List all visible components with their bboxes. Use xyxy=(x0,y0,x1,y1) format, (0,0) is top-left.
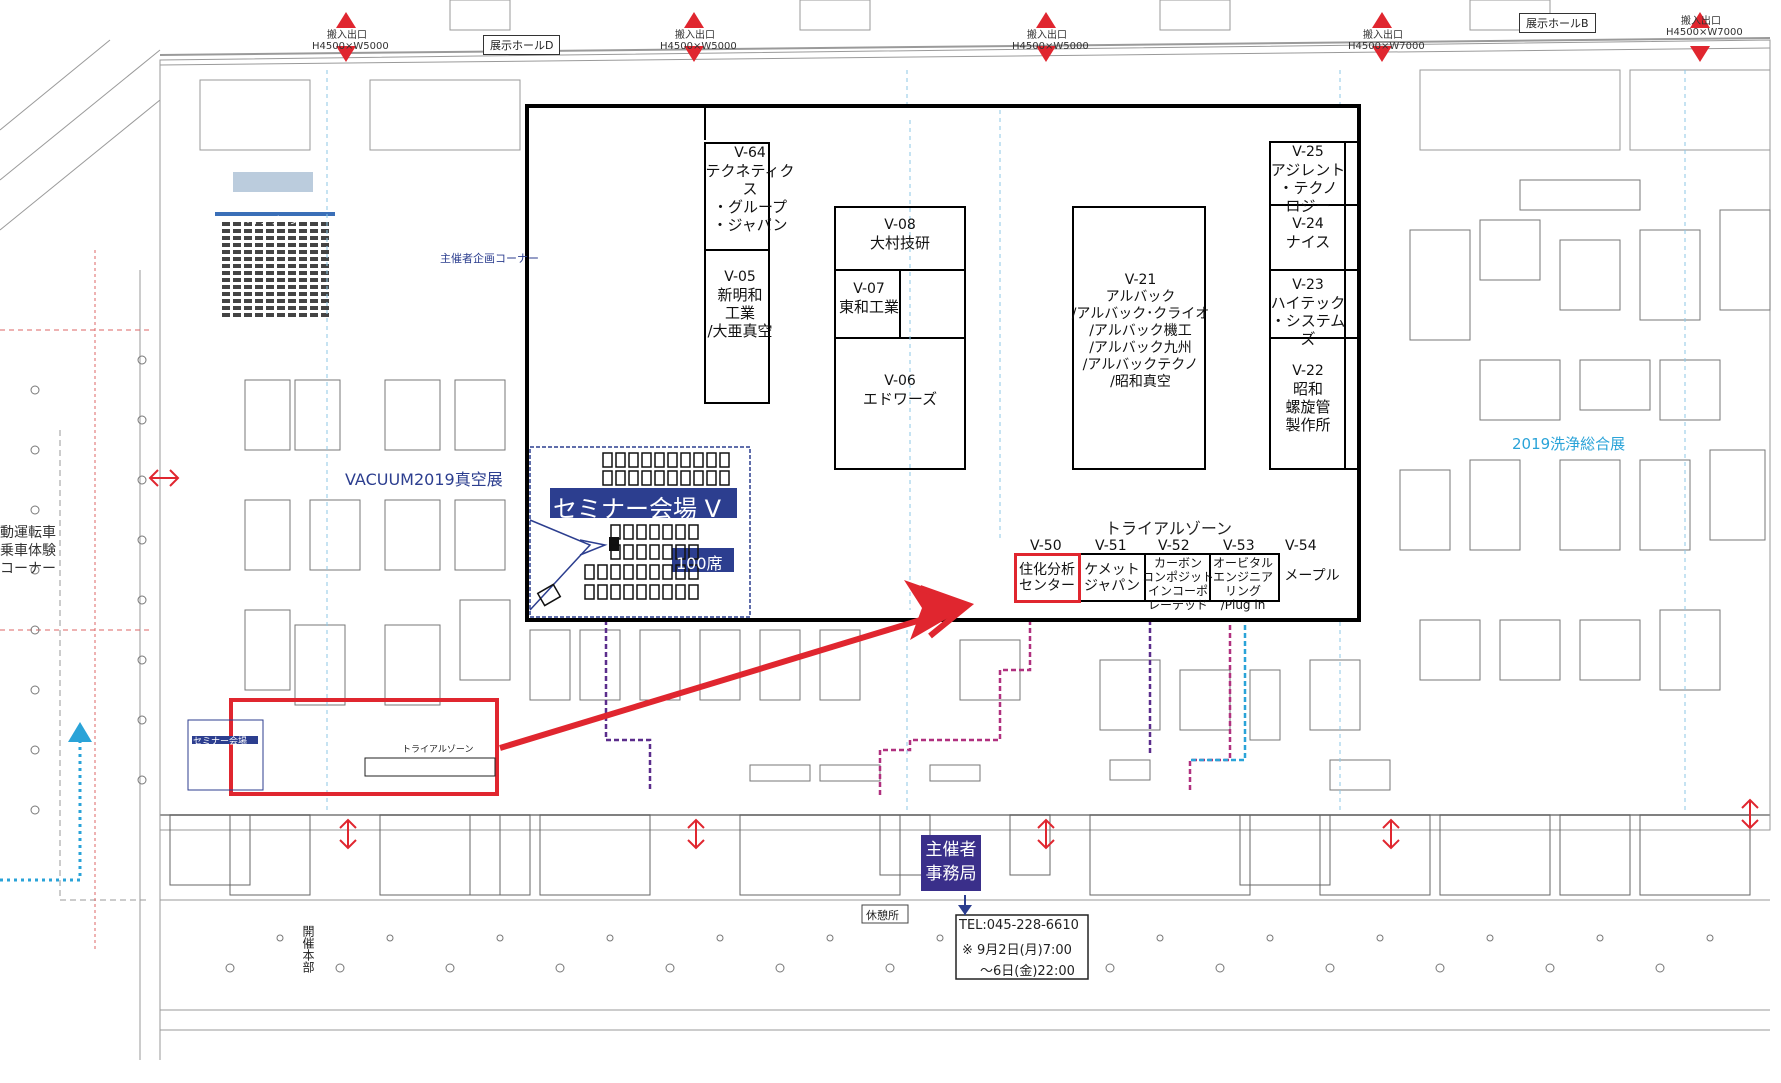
seminar-title: セミナー会場 V xyxy=(553,495,722,523)
trial-code-v50: V-50 xyxy=(1030,538,1062,554)
rest-area-label: 休憩所 xyxy=(866,909,899,922)
trial-code-v52: V-52 xyxy=(1158,538,1190,554)
trial-booth-v53[interactable]: オービタル エンジニア リング /Plug in xyxy=(1212,556,1273,612)
hall-b-label: 展示ホールB xyxy=(1519,13,1596,33)
trial-booth-v51[interactable]: ケメット ジャパン xyxy=(1084,562,1140,594)
corner-label: 主催者企画コーナー xyxy=(440,252,539,265)
organizer-tel: TEL:045-228-6610 xyxy=(959,918,1079,933)
trial-booth-v54[interactable]: メープル xyxy=(1284,568,1340,584)
organizer-hours-1: ※ 9月2日(月)7:00 xyxy=(962,943,1072,958)
trial-booth-v50[interactable]: 住化分析 センター xyxy=(1019,562,1075,594)
vacuum-expo-label: VACUUM2019真空展 xyxy=(345,470,503,489)
trial-zone-title: トライアルゾーン xyxy=(1105,519,1233,538)
trial-code-v51: V-51 xyxy=(1095,538,1127,554)
main-zone-label: メインゾーン xyxy=(240,216,300,227)
trial-code-v53: V-53 xyxy=(1223,538,1255,554)
hall-d-label: 展示ホールD xyxy=(483,35,561,55)
side-text: 動運転車乗車体験コーナー xyxy=(0,525,56,577)
vertical-label: 開催本部 xyxy=(301,925,315,973)
trial-code-v54: V-54 xyxy=(1285,538,1317,554)
small-seminar-label: セミナー会場 xyxy=(193,737,248,747)
small-trial-label: トライアルゾーン xyxy=(402,745,474,755)
seminar-seats: 100席 xyxy=(676,554,723,573)
cleaning-expo-label: 2019洗浄総合展 xyxy=(1512,435,1626,453)
trial-booth-v52[interactable]: カーボン コンポジット インコーポ レーテッド xyxy=(1142,556,1215,612)
organizer-title[interactable]: 主催者事務局 xyxy=(925,840,977,884)
trial-highlight-v50 xyxy=(1014,553,1081,603)
organizer-hours-2: ～6日(金)22:00 xyxy=(980,964,1075,979)
